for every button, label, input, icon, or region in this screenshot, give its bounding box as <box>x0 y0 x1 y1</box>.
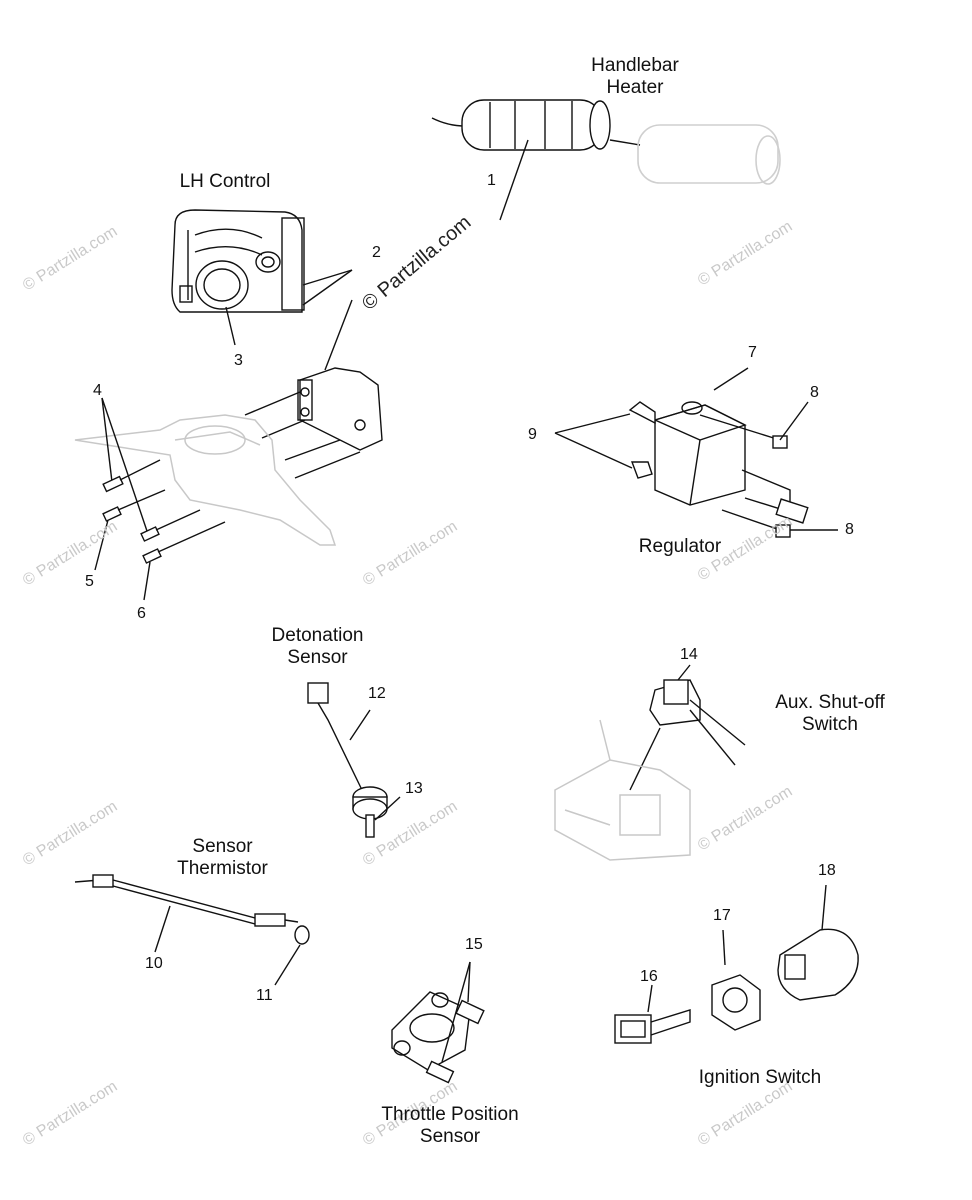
handlebar-heater-part <box>431 99 781 221</box>
callout-4: 4 <box>93 382 102 399</box>
sensor-thermistor-part <box>74 874 310 986</box>
callout-15: 15 <box>465 936 483 953</box>
regulator-part <box>554 367 838 538</box>
callout-3: 3 <box>234 352 243 369</box>
callout-14: 14 <box>680 646 698 663</box>
callout-5: 5 <box>85 573 94 590</box>
callout-13: 13 <box>405 780 423 797</box>
aux-shutoff-part <box>629 664 746 791</box>
ignition-switch-part <box>614 884 859 1044</box>
callout-6: 6 <box>137 605 146 622</box>
callout-16: 16 <box>640 968 658 985</box>
callout-18: 18 <box>818 862 836 879</box>
callout-9: 9 <box>528 426 537 443</box>
callout-10: 10 <box>145 955 163 972</box>
callout-17: 17 <box>713 907 731 924</box>
ignition-switch-label: Ignition Switch <box>698 1067 822 1088</box>
detonation-sensor-part <box>307 682 401 838</box>
handlebar-bracket-ghost <box>74 414 337 546</box>
aux-bracket-ghost <box>554 719 691 861</box>
callout-11: 11 <box>256 987 273 1004</box>
callout-7: 7 <box>748 344 757 361</box>
callout-1: 1 <box>487 172 496 189</box>
callout-12: 12 <box>368 685 386 702</box>
callout-8: 8 <box>810 384 819 401</box>
callout-2: 2 <box>372 244 381 261</box>
lh-control-part <box>171 209 353 346</box>
throttle-position-sensor-part <box>391 961 485 1084</box>
control-housing-part <box>244 299 383 479</box>
regulator-label: Regulator <box>638 536 722 557</box>
lh-control-label: LH Control <box>179 171 271 192</box>
callout-8: 8 <box>845 521 854 538</box>
screws-4-5-6 <box>94 397 226 601</box>
